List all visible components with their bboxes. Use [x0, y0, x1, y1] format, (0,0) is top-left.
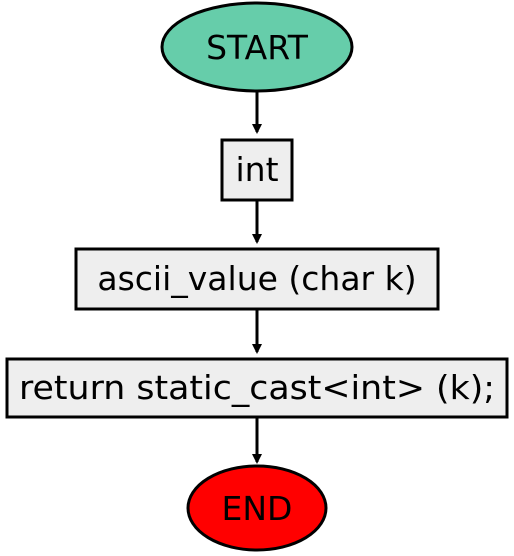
- start-label: START: [206, 28, 309, 67]
- return-type-label: int: [235, 150, 278, 189]
- start-node: START: [160, 1, 354, 93]
- return-statement-label: return static_cast<int> (k);: [19, 368, 495, 407]
- return-type-box: [220, 138, 294, 202]
- end-label: END: [222, 489, 293, 528]
- start-ellipse: [160, 1, 354, 93]
- function-signature-label: ascii_value (char k): [97, 259, 416, 298]
- return-statement-node: return static_cast<int> (k);: [5, 357, 509, 419]
- end-ellipse: [186, 464, 328, 552]
- return-statement-box: [5, 357, 509, 419]
- function-signature-node: ascii_value (char k): [74, 247, 440, 311]
- function-signature-box: [74, 247, 440, 311]
- end-node: END: [186, 464, 328, 552]
- return-type-node: int: [220, 138, 294, 202]
